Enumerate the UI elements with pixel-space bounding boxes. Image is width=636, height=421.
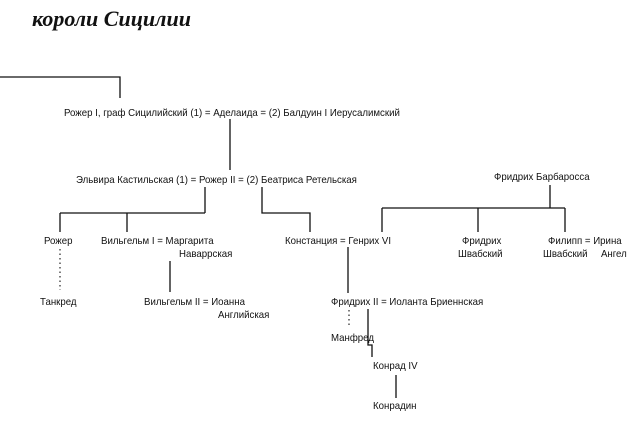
line-fred2-conrad4 [367,309,373,357]
node-constance: Констанция = Генрих VI [285,235,392,247]
drop-constance [261,187,311,232]
node-manfred: Манфред [331,332,374,344]
node-philip-l2: Швабский Ангел [543,248,627,260]
node-philip: Филипп = Ирина [548,235,622,247]
node-conradin: Конрадин [373,400,417,412]
node-fred2: Фридрих II = Иоланта Бриеннская [331,296,484,308]
node-william1-spouse: Наваррская [179,248,233,260]
node-william2: Вильгельм II = Иоанна [144,296,245,308]
node-conrad4: Конрад IV [373,360,418,372]
node-roger1: Рожер I, граф Сицилийский (1) = Аделаида… [64,107,400,119]
node-william2-spouse: Английская [218,309,270,321]
incoming-line [0,76,121,98]
page-title: короли Сицилии [32,6,191,31]
node-tancred: Танкред [40,296,77,308]
node-fred-swab: Фридрих [462,235,502,247]
node-william1: Вильгельм I = Маргарита [101,235,214,247]
node-barbarossa: Фридрих Барбаросса [494,171,590,183]
node-roger-son: Рожер [44,235,73,247]
node-roger2: Эльвира Кастильская (1) = Рожер II = (2)… [76,174,357,186]
node-fred-swab-l2: Швабский [458,248,503,260]
